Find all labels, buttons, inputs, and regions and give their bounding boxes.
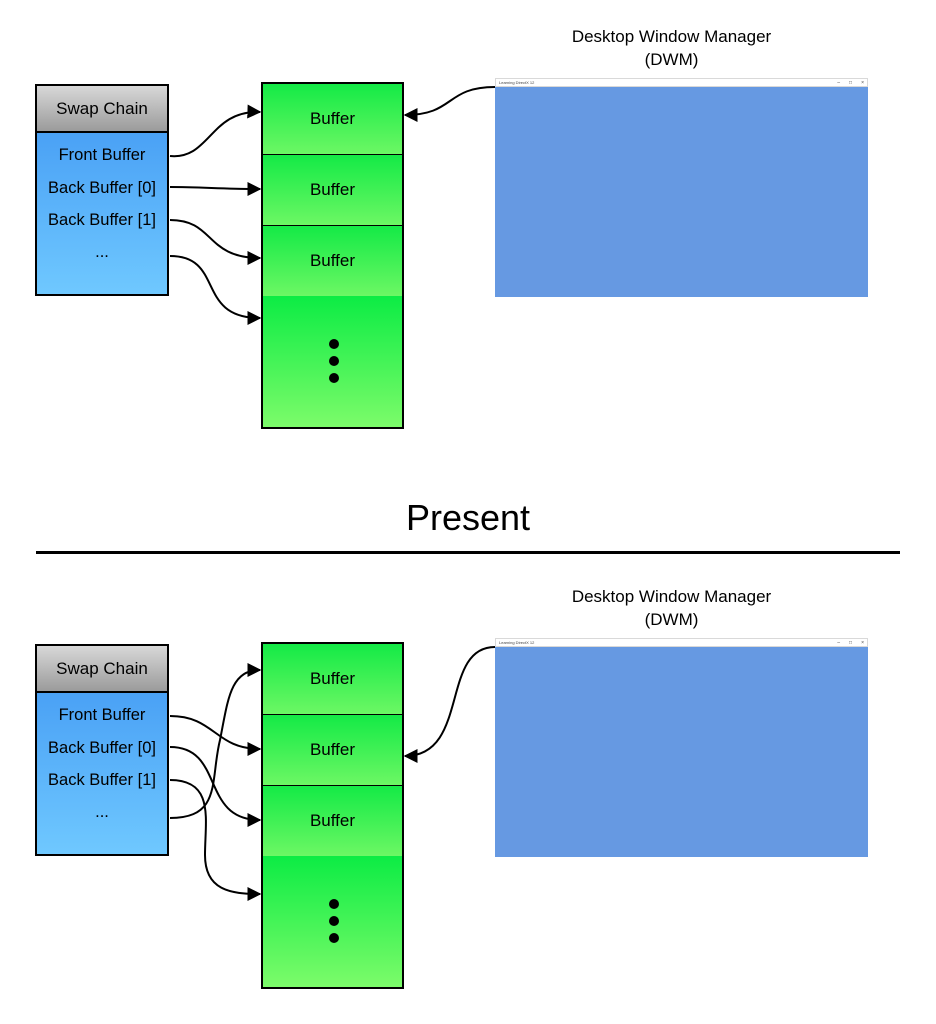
diagram-before-present: Swap Chain Front Buffer Back Buffer [0] … bbox=[0, 0, 936, 440]
ellipsis-dot bbox=[329, 899, 339, 909]
buffer-stack: Buffer Buffer Buffer bbox=[261, 642, 404, 989]
ellipsis-dot bbox=[329, 933, 339, 943]
buffer-2: Buffer bbox=[263, 786, 402, 858]
swap-chain-header: Swap Chain bbox=[37, 86, 167, 133]
arrow-ellipsis bbox=[169, 663, 262, 819]
front-buffer-label: Front Buffer bbox=[58, 146, 146, 164]
swap-chain-body: Front Buffer Back Buffer [0] Back Buffer… bbox=[37, 693, 167, 854]
dwm-window: Learning DirectX 12 – □ × bbox=[495, 78, 868, 297]
swap-chain-box: Swap Chain Front Buffer Back Buffer [0] … bbox=[35, 644, 169, 856]
dwm-window-caption: Learning DirectX 12 bbox=[499, 640, 535, 645]
swap-chain-box: Swap Chain Front Buffer Back Buffer [0] … bbox=[35, 84, 169, 296]
buffer-2: Buffer bbox=[263, 226, 402, 298]
arrow-front-buffer bbox=[169, 715, 262, 756]
swap-chain-header: Swap Chain bbox=[37, 646, 167, 693]
dwm-window-client-area bbox=[495, 87, 868, 297]
close-icon: × bbox=[861, 79, 864, 86]
back-buffer-0-label: Back Buffer [0] bbox=[48, 739, 156, 757]
ellipsis-label: ... bbox=[95, 803, 109, 821]
back-buffer-1-label: Back Buffer [1] bbox=[48, 211, 156, 229]
maximize-icon: □ bbox=[849, 639, 853, 646]
dwm-title-line2: (DWM) bbox=[644, 50, 699, 69]
divider-line bbox=[36, 551, 900, 554]
dwm-title-line1: Desktop Window Manager bbox=[571, 587, 772, 606]
maximize-icon: □ bbox=[849, 79, 853, 86]
ellipsis-dot bbox=[329, 356, 339, 366]
buffer-1: Buffer bbox=[263, 715, 402, 787]
arrow-front-buffer bbox=[169, 104, 262, 158]
arrow-back-buffer-1 bbox=[169, 779, 262, 901]
diagram-after-present: Swap Chain Front Buffer Back Buffer [0] … bbox=[0, 560, 936, 1000]
arrow-back-buffer-0 bbox=[169, 746, 262, 827]
minimize-icon: – bbox=[837, 79, 841, 86]
dwm-title-line2: (DWM) bbox=[644, 610, 699, 629]
dwm-window-titlebar: Learning DirectX 12 – □ × bbox=[495, 638, 868, 647]
dwm-title-line1: Desktop Window Manager bbox=[571, 27, 772, 46]
arrow-ellipsis bbox=[169, 255, 262, 325]
arrow-back-buffer-0 bbox=[169, 181, 262, 196]
ellipsis-dot bbox=[329, 916, 339, 926]
ellipsis-dot bbox=[329, 373, 339, 383]
back-buffer-0-label: Back Buffer [0] bbox=[48, 179, 156, 197]
arrow-back-buffer-1 bbox=[169, 219, 262, 265]
ellipsis-label: ... bbox=[95, 243, 109, 261]
buffer-0: Buffer bbox=[263, 84, 402, 156]
minimize-icon: – bbox=[837, 639, 841, 646]
arrow-dwm bbox=[403, 646, 496, 763]
arrow-dwm bbox=[403, 86, 496, 122]
ellipsis-dot bbox=[329, 339, 339, 349]
buffer-0: Buffer bbox=[263, 644, 402, 716]
swap-chain-body: Front Buffer Back Buffer [0] Back Buffer… bbox=[37, 133, 167, 294]
dwm-window-client-area bbox=[495, 647, 868, 857]
buffer-1: Buffer bbox=[263, 155, 402, 227]
close-icon: × bbox=[861, 639, 864, 646]
dwm-window-titlebar: Learning DirectX 12 – □ × bbox=[495, 78, 868, 87]
back-buffer-1-label: Back Buffer [1] bbox=[48, 771, 156, 789]
front-buffer-label: Front Buffer bbox=[58, 706, 146, 724]
buffer-more bbox=[263, 296, 402, 427]
present-label: Present bbox=[405, 497, 531, 538]
dwm-window-caption: Learning DirectX 12 bbox=[499, 80, 535, 85]
buffer-more bbox=[263, 856, 402, 987]
buffer-stack: Buffer Buffer Buffer bbox=[261, 82, 404, 429]
dwm-window: Learning DirectX 12 – □ × bbox=[495, 638, 868, 857]
